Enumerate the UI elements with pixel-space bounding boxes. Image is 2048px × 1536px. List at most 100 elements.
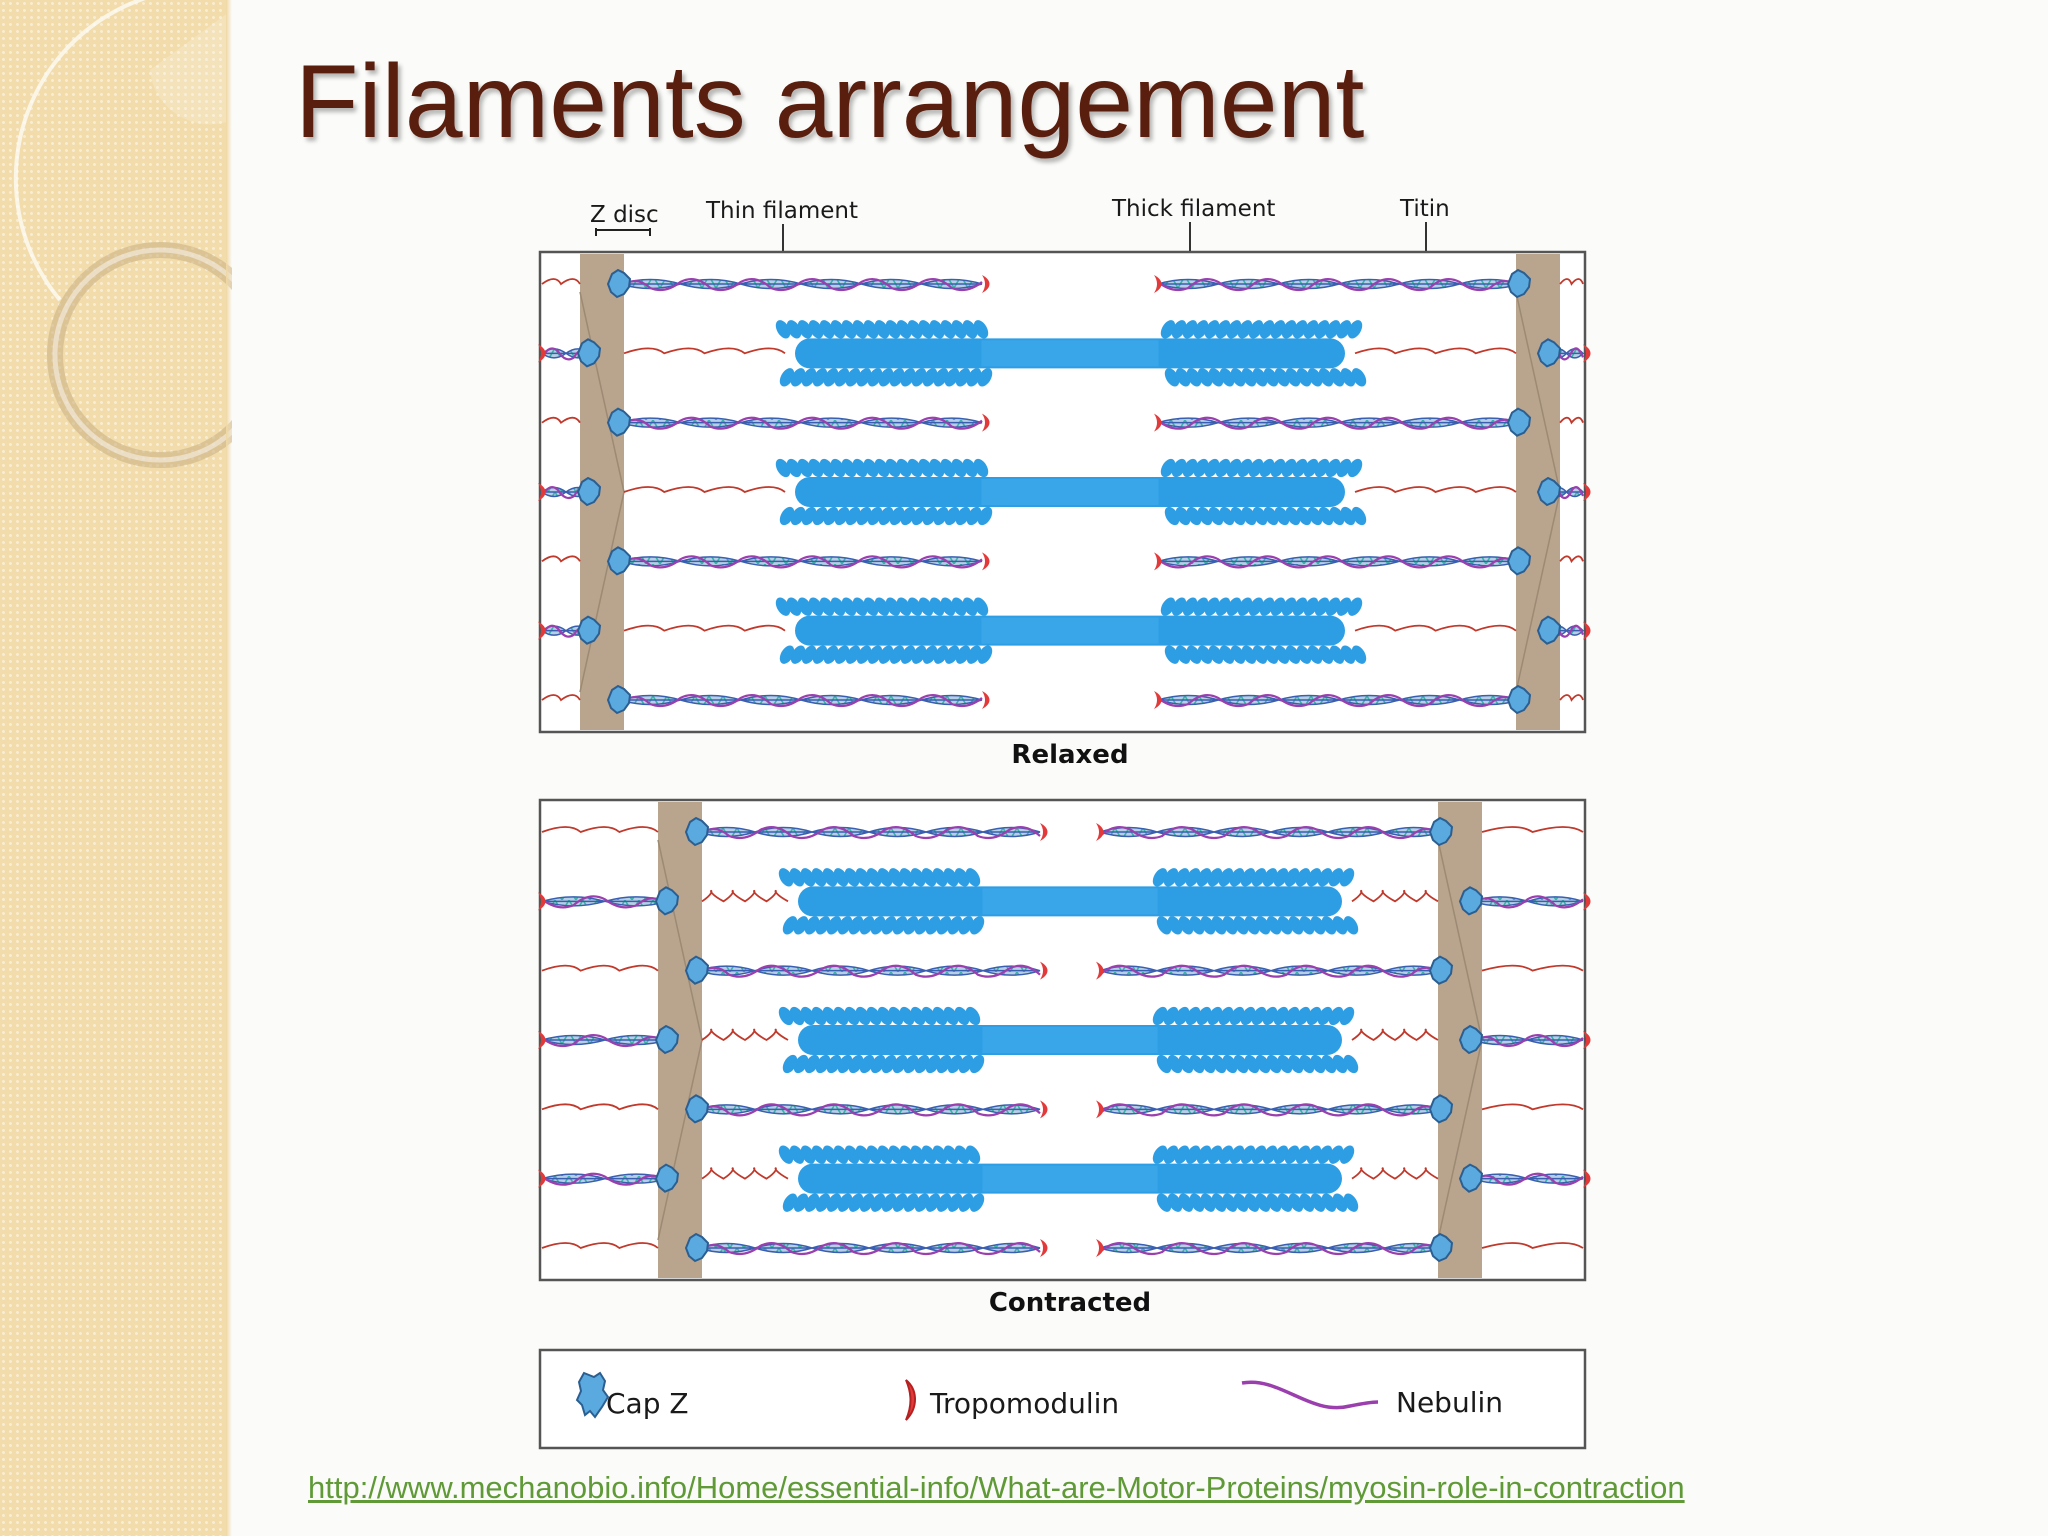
contracted-panel [538,798,1591,1282]
nebulin-strand [1157,416,1521,430]
myosin-head [1248,597,1264,616]
thin-filament [619,556,983,567]
myosin-head [1251,868,1267,887]
myosin-head [1164,506,1180,526]
myosin-head [969,1054,985,1074]
myosin-head [962,597,978,616]
myosin-head [1197,368,1213,387]
myosin-head [1284,1145,1300,1164]
myosin-head [844,1145,860,1164]
myosin-head [874,458,890,478]
myosin-head [826,1193,842,1212]
myosin-head [1329,506,1345,526]
myosin-head [1185,1006,1201,1026]
myosin-head [1273,868,1289,887]
myosin-head [878,645,894,664]
myosin-head [1182,458,1198,478]
myosin-head [1343,1193,1359,1212]
titin-strand [541,694,581,702]
myosin-head [877,1006,893,1026]
myosin-head [786,320,802,339]
myosin-head [844,1006,860,1026]
myosin-head [1263,645,1279,664]
myosin-head [1266,1054,1282,1074]
myosin-head [892,1193,908,1212]
myosin-head [778,1145,794,1164]
myosin-head [1171,320,1187,339]
myosin-head [911,368,927,387]
myosin-head [1211,1193,1227,1212]
myosin-head [1259,320,1275,339]
myosin-head [1218,868,1234,887]
myosin-head [793,916,809,935]
nebulin-strand [541,895,669,909]
myosin-head [1164,368,1180,387]
myosin-head [789,1145,805,1164]
myosin-head [977,368,993,387]
nebulin-strand [1471,1172,1584,1186]
tropomodulin-icon [982,413,990,432]
myosin-head [892,1054,908,1074]
myosin-head [936,916,952,935]
myosin-head [1303,458,1319,478]
myosin-head [1252,506,1268,526]
myosin-head [1340,645,1356,664]
titin-strand [623,486,786,494]
nebulin-strand [619,693,983,708]
myosin-head [881,1054,897,1074]
cap-z-icon [1428,816,1454,847]
myosin-head [1244,1193,1260,1212]
myosin-head [1226,458,1242,478]
nebulin-strand [1099,825,1443,840]
myosin-head [863,597,879,616]
myosin-head [833,868,849,887]
tropomodulin-icon [538,621,546,640]
myosin-head [859,1054,875,1074]
myosin-head [951,458,967,478]
myosin-head [841,458,857,478]
myosin-head [834,645,850,664]
myosin-head [1288,1193,1304,1212]
myosin-head [852,320,868,339]
cap-z-icon [654,1024,680,1055]
myosin-head [867,368,883,387]
titin-strand [701,1028,789,1042]
myosin-head [833,1006,849,1026]
tropomodulin-icon [982,552,990,571]
myosin-head [801,645,817,664]
tropomodulin-icon [1096,823,1104,841]
titin-strand [1559,555,1584,564]
myosin-head [870,916,886,935]
tropomodulin-icon [1583,1169,1591,1188]
myosin-head [1340,506,1356,526]
titin-strand [623,624,786,632]
thin-filament [1157,694,1521,706]
myosin-head [1292,320,1308,339]
myosin-head [808,458,824,478]
myosin-head [933,645,949,664]
myosin-head [914,916,930,935]
myosin-head [1336,320,1352,339]
myosin-head [1174,1006,1190,1026]
myosin-head [1285,506,1301,526]
thin-filament [1157,556,1521,567]
thin-filament [1157,278,1521,290]
tropomodulin-icon [1096,1239,1104,1257]
myosin-head [845,368,861,387]
myosin-head [929,320,945,339]
myosin-head [881,916,897,935]
myosin-head [844,868,860,887]
legend-nebulin-label: Nebulin [1396,1386,1503,1419]
thin-filament [619,417,983,428]
myosin-head [955,506,971,526]
myosin-head [896,458,912,478]
myosin-head [830,597,846,616]
nebulin-strand [1099,1103,1443,1117]
myosin-head [1251,1145,1267,1164]
tropomodulin-icon [538,344,546,363]
myosin-head [1310,916,1326,935]
myosin-head [1222,916,1238,935]
source-link[interactable]: http://www.mechanobio.info/Home/essentia… [308,1470,1685,1505]
myosin-head [1226,597,1242,616]
myosin-head [1325,320,1341,339]
